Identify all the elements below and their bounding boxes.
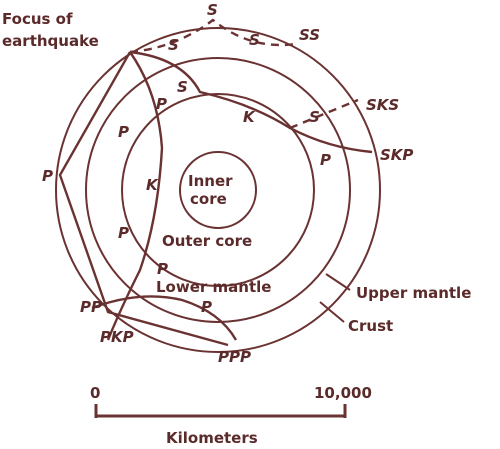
- wave-label-p-center: P: [157, 260, 168, 278]
- scale-end-label: 10,000: [314, 384, 372, 402]
- wave-label-k-left: K: [146, 176, 159, 194]
- focus-label-line1: Focus of: [2, 10, 73, 28]
- inner-core-label-line1: Inner: [188, 172, 233, 190]
- wave-label-p-bottom: P: [201, 298, 212, 316]
- p-arc-path: [91, 295, 238, 341]
- scale-unit-label: Kilometers: [166, 429, 258, 447]
- wave-label-ss: SS: [299, 26, 320, 44]
- outer-core-ring: [121, 93, 315, 287]
- crust-label: Crust: [348, 317, 393, 335]
- upper-mantle-label: Upper mantle: [356, 284, 471, 302]
- outer-core-label: Outer core: [162, 232, 252, 250]
- crust-leader: [319, 301, 345, 323]
- wave-label-s-left: S: [168, 36, 179, 54]
- s-wave-reflected-path: [129, 18, 296, 54]
- wave-label-ppp: PPP: [218, 348, 251, 366]
- wave-label-s-upper: S: [177, 78, 188, 96]
- sks-wave-path: [289, 98, 359, 130]
- wave-label-s-right-lower: S: [309, 108, 320, 126]
- wave-label-s-right: S: [249, 31, 260, 49]
- pp-ppp-wave-path: [58, 51, 229, 347]
- wave-label-p-right: P: [320, 151, 331, 169]
- wave-label-k-upper: K: [243, 108, 256, 126]
- scale-start-label: 0: [90, 384, 100, 402]
- inner-core-ring: [179, 151, 257, 229]
- focus-label-line2: earthquake: [2, 32, 99, 50]
- upper-mantle-ring: [85, 57, 351, 323]
- lower-mantle-label: Lower mantle: [156, 278, 271, 296]
- wave-label-skp: SKP: [380, 146, 413, 164]
- pkp-wave-path: [106, 51, 164, 341]
- wave-label-s-top: S: [207, 1, 218, 19]
- wave-label-p-left-upper: P: [118, 123, 129, 141]
- scale-bar: 0 10,000 Kilometers: [90, 384, 372, 447]
- wave-label-pp: PP: [80, 298, 102, 316]
- wave-label-p-far-left: P: [42, 167, 53, 185]
- wave-label-p-upper: P: [156, 95, 167, 113]
- skp-wave-path: [129, 50, 373, 154]
- upper-mantle-leader: [325, 273, 351, 291]
- crust-ring: [55, 27, 381, 353]
- wave-label-sks: SKS: [366, 96, 399, 114]
- wave-label-p-left-lower: P: [118, 224, 129, 242]
- wave-label-pkp: PKP: [100, 328, 134, 346]
- inner-core-label-line2: core: [190, 190, 227, 208]
